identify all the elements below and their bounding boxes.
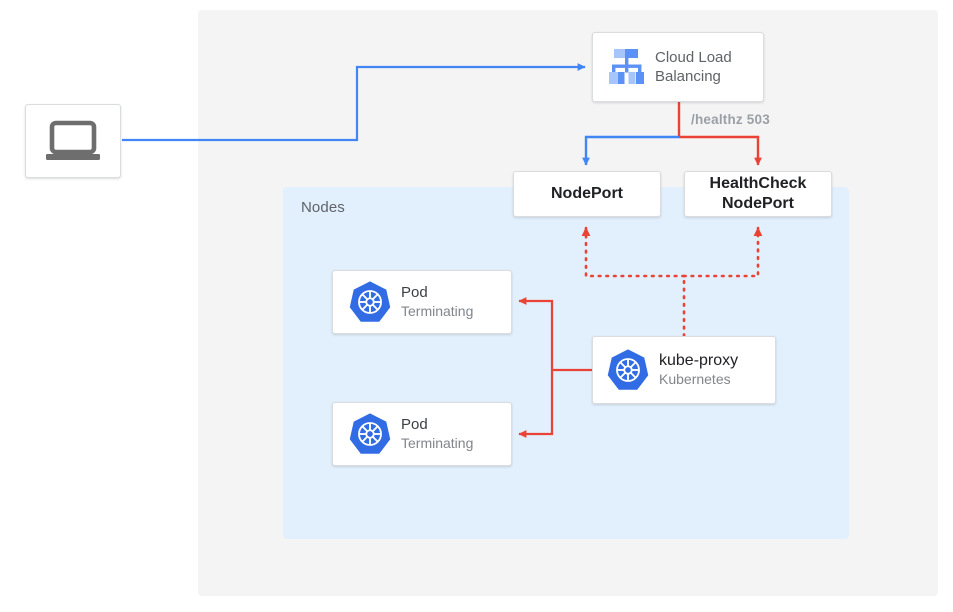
client-node[interactable]	[25, 104, 121, 178]
pod-node-1[interactable]: Pod Terminating	[332, 270, 512, 334]
kube-proxy-node[interactable]: kube-proxy Kubernetes	[592, 336, 776, 404]
nodeport-label: NodePort	[551, 185, 623, 202]
healthcheck-nodeport-label-line1: HealthCheck	[709, 175, 807, 192]
pod-1-text: Pod Terminating	[401, 283, 473, 321]
cloud-load-balancing-node[interactable]: Cloud Load Balancing	[592, 32, 764, 102]
kube-proxy-text: kube-proxy Kubernetes	[659, 351, 738, 389]
cloud-load-balancing-text: Cloud Load Balancing	[655, 48, 732, 86]
pod-2-text: Pod Terminating	[401, 415, 473, 453]
pod-1-subtitle: Terminating	[401, 303, 474, 319]
healthcheck-nodeport-label: HealthCheck NodePort	[710, 174, 807, 214]
laptop-icon	[26, 119, 120, 163]
nodeport-node[interactable]: NodePort	[513, 171, 661, 217]
pod-1-title: Pod	[401, 284, 428, 301]
cloud-load-balancing-icon	[599, 47, 655, 87]
healthcheck-nodeport-label-line2: NodePort	[721, 195, 794, 212]
pod-2-subtitle: Terminating	[401, 435, 474, 451]
nodes-panel-label: Nodes	[301, 199, 345, 216]
kube-proxy-title: kube-proxy	[659, 352, 739, 369]
lb-title-line1: Cloud Load	[655, 49, 732, 66]
healthcheck-nodeport-node[interactable]: HealthCheck NodePort	[684, 171, 832, 217]
lb-title-line2: Balancing	[655, 68, 721, 85]
kube-proxy-subtitle: Kubernetes	[659, 371, 731, 387]
kubernetes-icon	[339, 280, 401, 324]
kubernetes-icon	[339, 412, 401, 456]
pod-2-title: Pod	[401, 416, 428, 433]
kubernetes-icon	[597, 348, 659, 392]
pod-node-2[interactable]: Pod Terminating	[332, 402, 512, 466]
healthz-edge-label: /healthz 503	[691, 112, 770, 127]
